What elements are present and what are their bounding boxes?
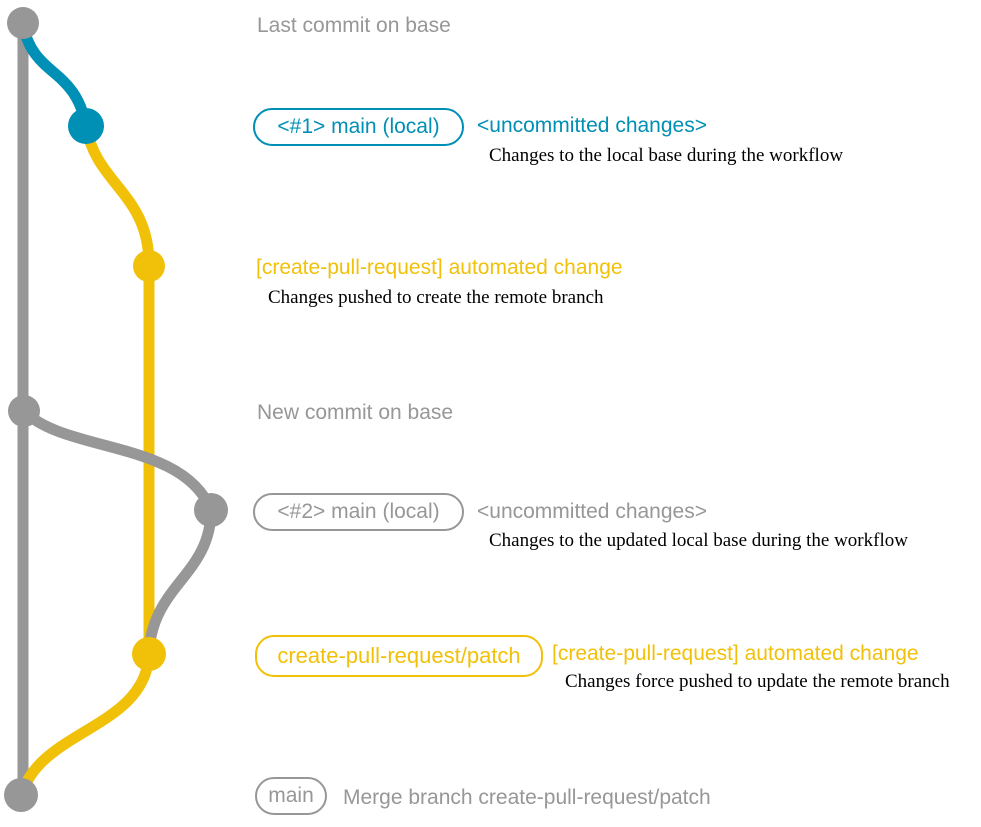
branch-label-text: <#2> main (local) <box>277 500 440 523</box>
commit-message-new-base: New commit on base <box>257 401 454 424</box>
annotation-remote-1: Changes pushed to create the remote bran… <box>268 287 604 308</box>
commit-message-local-1: <uncommitted changes> <box>477 114 707 137</box>
remote-branch-line <box>80 120 155 661</box>
commit-dot-local-1 <box>68 108 104 144</box>
commit-message-local-2: <uncommitted changes> <box>477 500 707 523</box>
branch-label-main-local-1: <#1> main (local) <box>253 108 464 146</box>
branch-label-create-pull-request-patch: create-pull-request/patch <box>255 635 543 677</box>
branch-label-text: create-pull-request/patch <box>277 643 521 668</box>
local2-branch-curve <box>18 405 217 516</box>
annotation-local-2: Changes to the updated local base during… <box>489 530 908 551</box>
commit-message-last-base: Last commit on base <box>257 14 451 37</box>
annotation-remote-2: Changes force pushed to update the remot… <box>565 671 950 692</box>
commit-message-remote-1: [create-pull-request] automated change <box>256 256 623 279</box>
commit-dot-merge <box>4 778 38 812</box>
commit-dot-last-base <box>7 7 39 39</box>
git-graph <box>4 7 228 812</box>
annotation-local-1: Changes to the local base during the wor… <box>489 145 844 166</box>
branch-label-main-local-2: <#2> main (local) <box>253 493 464 531</box>
branch-label-text: main <box>268 784 314 807</box>
commit-dot-remote-2 <box>132 637 166 671</box>
commit-message-merge: Merge branch create-pull-request/patch <box>343 786 711 809</box>
branch-label-text: <#1> main (local) <box>277 115 440 138</box>
branch-label-main: main <box>255 777 327 815</box>
commit-dot-remote-1 <box>133 250 165 282</box>
commit-message-remote-2: [create-pull-request] automated change <box>552 642 919 665</box>
commit-dot-local-2 <box>194 493 228 527</box>
local2-descent-curve <box>143 504 217 659</box>
remote-merge-curve <box>16 648 155 800</box>
local-branch-curve <box>17 19 92 131</box>
commit-dot-new-base <box>8 395 40 427</box>
